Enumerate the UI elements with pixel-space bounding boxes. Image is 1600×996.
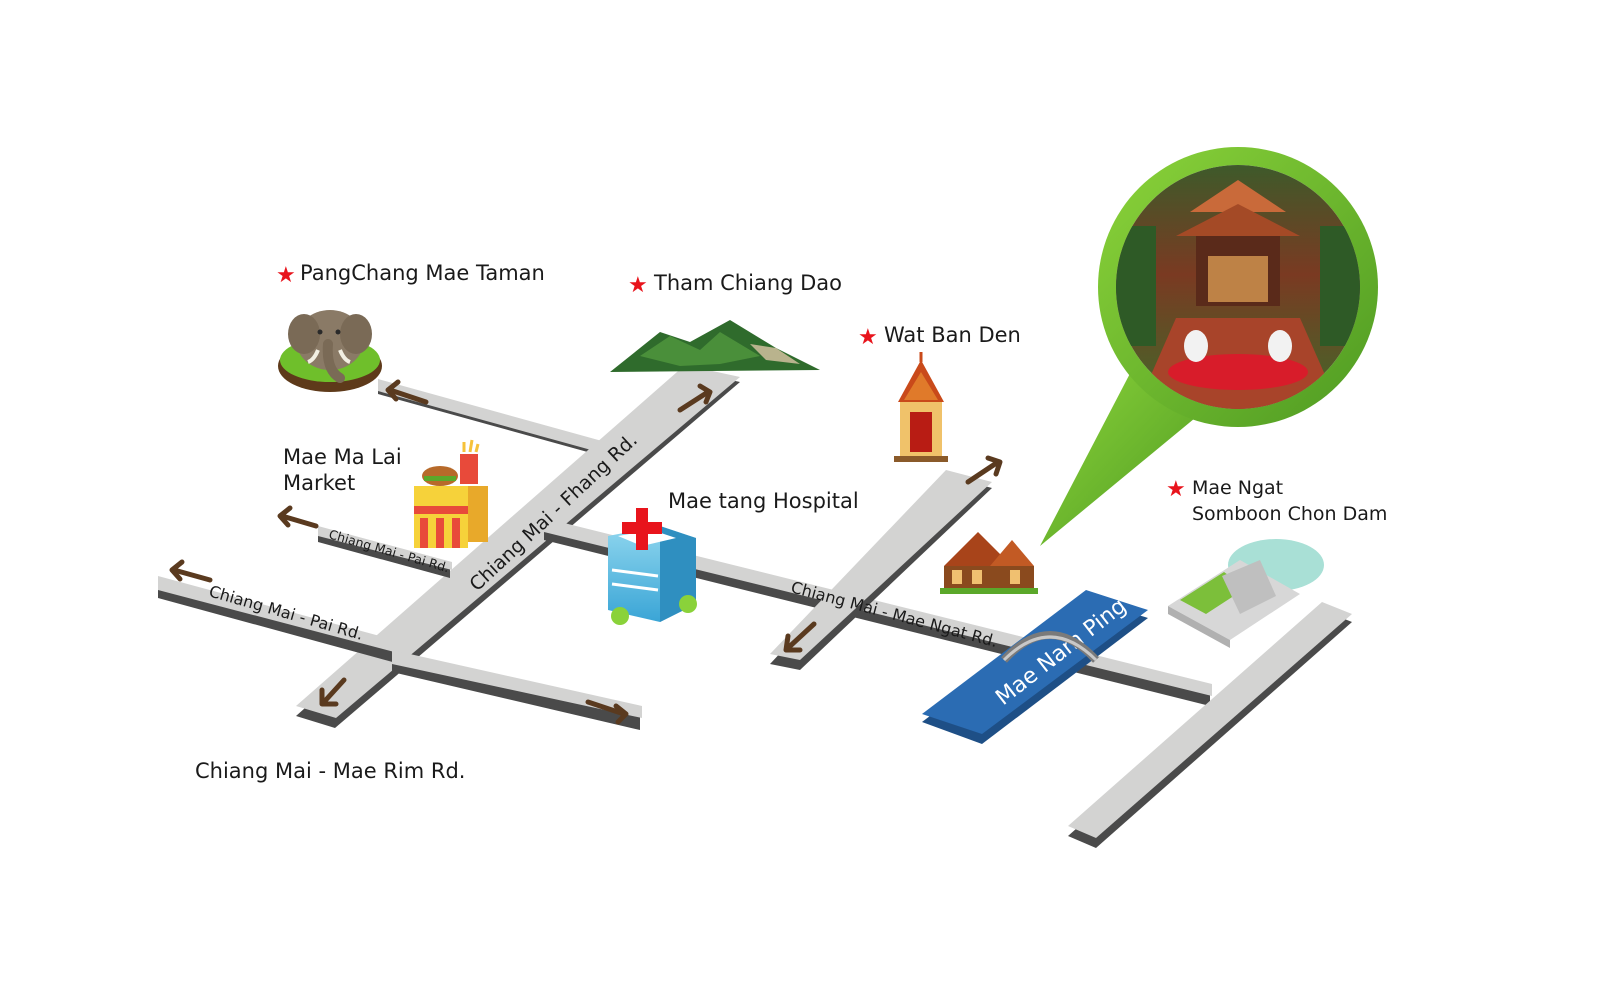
star-icon: ★ — [276, 263, 296, 288]
bridge-icon — [1001, 631, 1099, 663]
resort-photo — [1116, 165, 1360, 409]
arrow-lower-east — [585, 699, 629, 725]
roads — [158, 365, 1352, 848]
resort-house-icon — [940, 532, 1038, 594]
poi-tham-chiang-dao: ★ Tham Chiang Dao — [628, 271, 842, 298]
road-fhang — [296, 365, 740, 728]
poi-wat-ban-den: ★ Wat Ban Den — [858, 323, 1021, 350]
market-icon — [414, 439, 488, 548]
star-icon: ★ — [628, 273, 648, 298]
poi-label: Tham Chiang Dao — [653, 271, 842, 295]
elephant-icon — [278, 310, 382, 392]
resort-location-pin — [1040, 147, 1378, 546]
hospital-icon — [608, 508, 697, 625]
road-lower-east — [392, 650, 642, 730]
arrow-wat-ban-den — [965, 455, 1003, 485]
road-label-mae-rim: Chiang Mai - Mae Rim Rd. — [195, 759, 465, 783]
star-icon: ★ — [1166, 477, 1186, 502]
poi-label-line2: Market — [283, 471, 355, 495]
poi-hospital: Mae tang Hospital — [668, 489, 859, 513]
dam-icon — [1168, 539, 1324, 648]
arrow-mae-rim — [319, 677, 347, 707]
arrow-pai-lower — [169, 559, 213, 583]
temple-icon — [894, 352, 948, 462]
arrow-mae-ngat-sw — [783, 621, 817, 653]
road-wat-ban-den — [770, 470, 992, 670]
poi-mae-ngat-dam: ★ Mae Ngat Somboon Chon Dam — [1166, 477, 1387, 525]
arrow-to-pangchang — [385, 379, 429, 405]
direction-arrows — [169, 379, 1003, 725]
arrow-pai-upper — [277, 505, 319, 529]
poi-mae-ma-lai-market: Mae Ma Lai Market — [283, 445, 402, 495]
road-pai-lower — [158, 576, 402, 664]
poi-label: Wat Ban Den — [884, 323, 1021, 347]
poi-label-line2: Somboon Chon Dam — [1192, 503, 1387, 525]
star-icon: ★ — [858, 325, 878, 350]
road-pai-upper — [318, 526, 452, 578]
poi-pangchang: ★ PangChang Mae Taman — [276, 261, 545, 288]
poi-label: Mae tang Hospital — [668, 489, 859, 513]
road-pangchang-branch — [378, 379, 602, 456]
poi-label-line1: Mae Ngat — [1192, 477, 1283, 499]
arrow-to-tham-chiang-dao — [677, 383, 713, 413]
mountain-icon — [610, 320, 820, 372]
poi-label: PangChang Mae Taman — [300, 261, 545, 285]
poi-label-line1: Mae Ma Lai — [283, 445, 402, 469]
road-mae-ngat-dam — [1068, 602, 1352, 848]
